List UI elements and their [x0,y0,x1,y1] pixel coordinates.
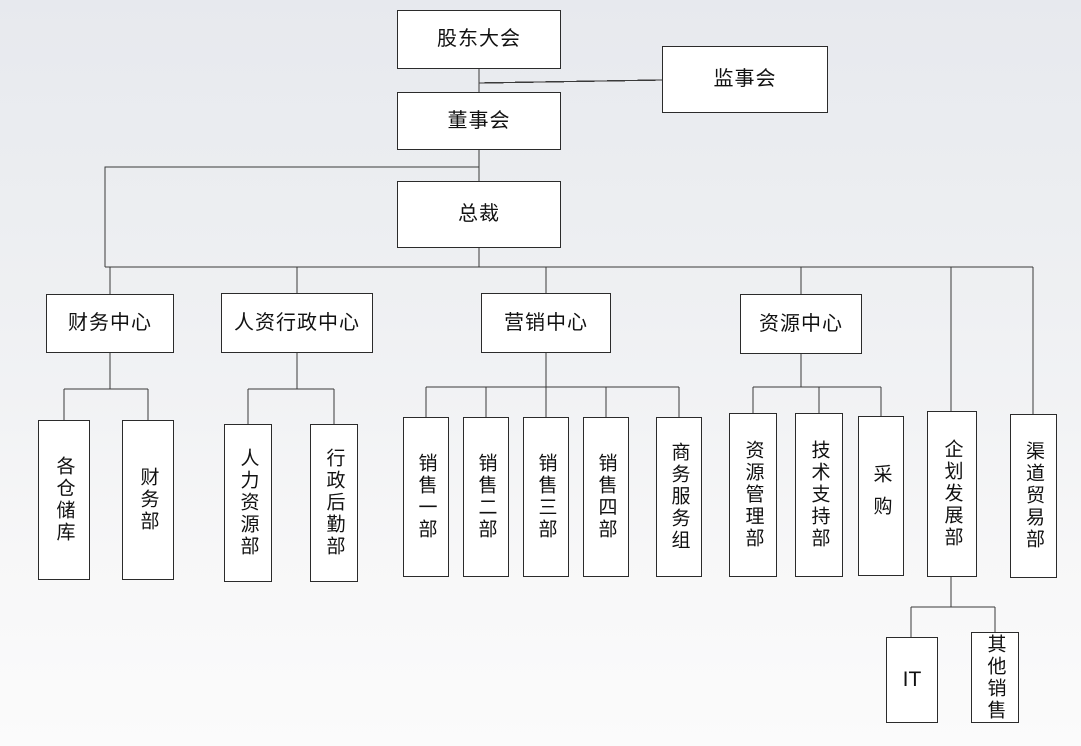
node-label-resource-mgmt: 资源管理部 [742,440,764,550]
node-finance-dept[interactable]: 财务部 [122,420,174,580]
node-label-hr-dept: 人力资源部 [237,448,259,558]
node-label-hr-center: 人资行政中心 [234,311,360,334]
node-label-tech-support: 技术支持部 [808,440,830,550]
node-label-board: 董事会 [447,109,511,132]
node-procurement[interactable]: 采购 [858,416,904,576]
node-supervisors[interactable]: 监事会 [662,46,828,113]
node-label-sales-1: 销售一部 [415,453,437,541]
node-label-shareholders: 股东大会 [437,28,521,51]
node-label-channel-trade: 渠道贸易部 [1023,441,1044,551]
node-label-marketing-center: 营销中心 [504,311,588,334]
node-sales-3[interactable]: 销售三部 [523,417,569,577]
node-label-planning-dev: 企划发展部 [941,439,963,549]
node-label-other-sales: 其他销售 [984,633,1006,722]
node-sales-1[interactable]: 销售一部 [403,417,449,577]
node-tech-support[interactable]: 技术支持部 [795,413,843,577]
node-warehouses[interactable]: 各仓储库 [38,420,90,580]
node-resource-center[interactable]: 资源中心 [740,294,862,354]
node-label-sales-4: 销售四部 [595,453,617,541]
node-president[interactable]: 总裁 [397,181,561,248]
node-planning-dev[interactable]: 企划发展部 [927,411,977,577]
node-sales-2[interactable]: 销售二部 [463,417,509,577]
node-other-sales[interactable]: 其他销售 [971,632,1019,723]
node-label-president: 总裁 [458,203,500,226]
node-channel-trade[interactable]: 渠道贸易部 [1010,414,1057,578]
node-shareholders[interactable]: 股东大会 [397,10,561,69]
node-label-warehouses: 各仓储库 [53,456,75,544]
node-hr-dept[interactable]: 人力资源部 [224,424,272,582]
node-finance-center[interactable]: 财务中心 [46,294,174,353]
node-hr-center[interactable]: 人资行政中心 [221,293,373,353]
supervisors-to-trunk [478,79,663,84]
node-label-sales-2: 销售二部 [475,453,497,541]
node-resource-mgmt[interactable]: 资源管理部 [729,413,777,577]
node-label-sales-3: 销售三部 [535,453,557,541]
node-label-finance-dept: 财务部 [137,467,159,533]
node-label-finance-center: 财务中心 [68,312,152,335]
node-sales-4[interactable]: 销售四部 [583,417,629,577]
node-admin-dept[interactable]: 行政后勤部 [310,424,358,582]
node-label-it: IT [902,668,922,692]
node-label-supervisors: 监事会 [713,68,777,91]
node-label-resource-center: 资源中心 [759,312,843,335]
node-board[interactable]: 董事会 [397,92,561,150]
node-label-admin-dept: 行政后勤部 [323,448,345,558]
node-label-procurement: 采购 [870,464,892,528]
node-business-svc[interactable]: 商务服务组 [656,417,702,577]
node-it[interactable]: IT [886,637,938,723]
node-marketing-center[interactable]: 营销中心 [481,293,611,353]
node-label-business-svc: 商务服务组 [668,442,690,552]
